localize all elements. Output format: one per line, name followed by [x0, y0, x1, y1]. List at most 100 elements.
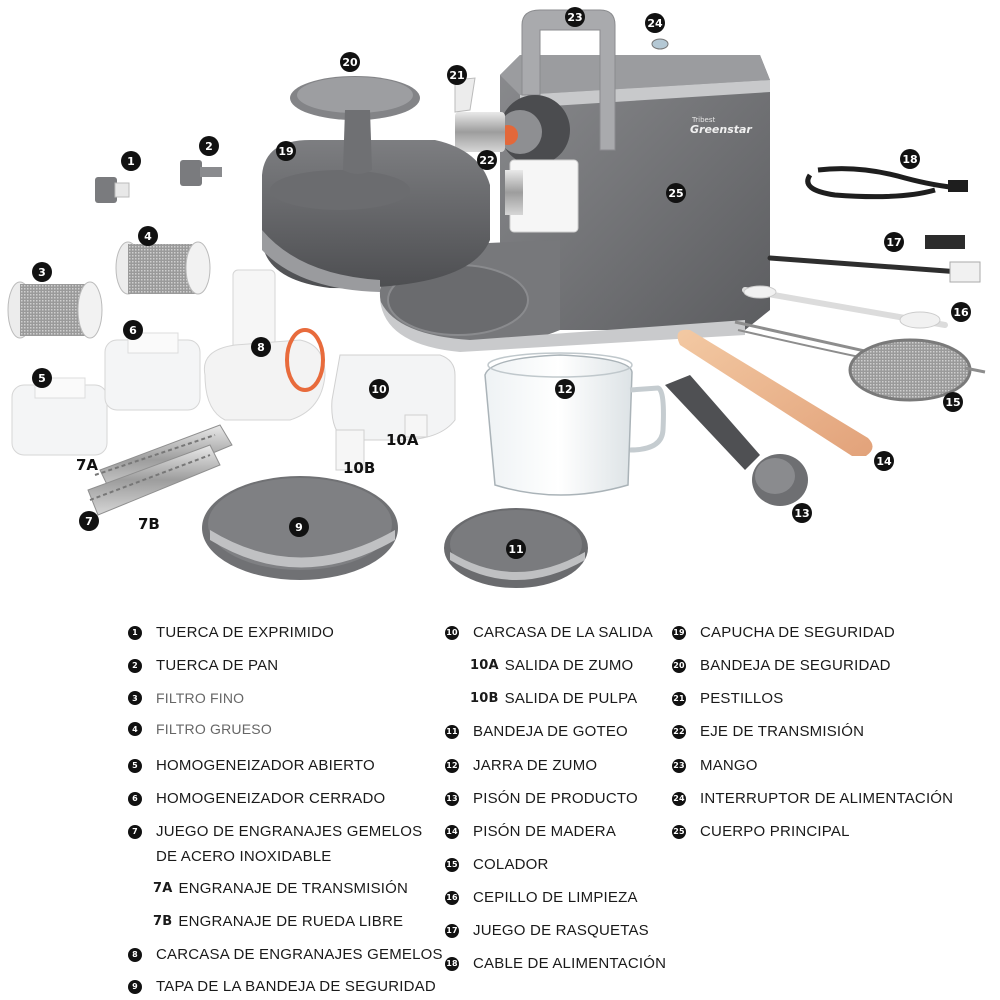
legend-text: BANDEJA DE GOTEO: [473, 723, 628, 740]
legend-text: COLADOR: [473, 856, 549, 873]
legend-item-1: 1 TUERCA DE EXPRIMIDO: [128, 624, 334, 641]
legend-item-12: 12 JARRA DE ZUMO: [445, 757, 597, 774]
cleaning-brush: [742, 285, 948, 329]
callout-badge-15: 15: [943, 392, 963, 412]
callout-badge-number: 16: [953, 306, 969, 319]
legend-item-25: 25 CUERPO PRINCIPAL: [672, 823, 850, 840]
drive-shaft-assembly: [454, 77, 579, 233]
legend-badge: 20: [672, 658, 686, 673]
label-10a: 10A: [386, 431, 419, 449]
callout-badge-2: 2: [199, 136, 219, 156]
callout-badge-number: 1: [127, 155, 135, 168]
legend-item-19: 19 CAPUCHA DE SEGURIDAD: [672, 624, 895, 641]
callout-badge-6: 6: [123, 320, 143, 340]
homogenizer-open: [11, 377, 108, 456]
callout-badge-number: 23: [567, 11, 582, 24]
legend-text: JUEGO DE ENGRANAJES GEMELOS: [156, 823, 423, 840]
legend-badge: 4: [128, 722, 142, 736]
callout-badge-14: 14: [874, 451, 894, 471]
callout-badge-number: 15: [945, 396, 960, 409]
callout-badge-8: 8: [251, 337, 271, 357]
callout-badge-23: 23: [565, 7, 585, 27]
legend-text: TAPA DE LA BANDEJA DE SEGURIDAD: [156, 978, 436, 995]
legend-badge: 9: [128, 979, 142, 994]
callout-badge-3: 3: [32, 262, 52, 282]
legend-text: ENGRANAJE DE TRANSMISIÓN: [178, 880, 409, 897]
legend-text: CARCASA DE LA SALIDA: [473, 624, 653, 641]
legend-text: DE ACERO INOXIDABLE: [156, 848, 332, 865]
legend-item-23: 23 MANGO: [672, 757, 758, 774]
wooden-plunger: [677, 329, 873, 456]
brand-small-text: Tribest: [691, 116, 715, 124]
callout-badge-number: 24: [647, 17, 663, 30]
legend-badge: 6: [128, 791, 142, 806]
juicing-nut: [95, 177, 130, 203]
legend-badge: 18: [445, 956, 459, 971]
legend-badge: 13: [445, 791, 459, 806]
legend-badge: 21: [672, 691, 686, 706]
legend-text: EJE DE TRANSMISIÓN: [700, 723, 865, 740]
brand-logo-text: Greenstar: [690, 123, 752, 136]
legend-text: CAPUCHA DE SEGURIDAD: [700, 624, 895, 641]
callout-badge-20: 20: [340, 52, 360, 72]
label-7b: 7B: [138, 515, 160, 533]
legend-item-16: 16 CEPILLO DE LIMPIEZA: [445, 889, 638, 906]
power-cord: [805, 166, 968, 200]
legend-badge: 19: [672, 625, 686, 640]
callout-badge-number: 3: [38, 266, 46, 279]
callout-badge-4: 4: [138, 226, 158, 246]
legend-badge: 23: [672, 758, 686, 773]
legend-badge: 22: [672, 724, 686, 739]
legend-text: PISÓN DE MADERA: [473, 823, 617, 840]
legend-item-22: 22 EJE DE TRANSMISIÓN: [672, 723, 864, 740]
legend-text: JARRA DE ZUMO: [473, 757, 598, 774]
legend-badge: 5: [128, 758, 142, 773]
safety-hood: [262, 140, 490, 292]
callout-badge-12: 12: [555, 379, 575, 399]
callout-badge-24: 24: [645, 13, 665, 33]
legend-text: CUERPO PRINCIPAL: [700, 823, 850, 840]
callout-badge-number: 5: [38, 372, 46, 385]
legend-text: CEPILLO DE LIMPIEZA: [473, 889, 638, 906]
legend-text: JUEGO DE RASQUETAS: [473, 922, 649, 939]
juice-jug: [484, 352, 666, 496]
callout-badge-22: 22: [477, 150, 497, 170]
legend-badge: 2: [128, 658, 142, 673]
legend-text: SALIDA DE ZUMO: [504, 657, 634, 674]
handle: [521, 9, 616, 151]
legend-text: INTERRUPTOR DE ALIMENTACIÓN: [700, 790, 954, 807]
callout-badge-number: 18: [902, 153, 917, 166]
legend-item-7-line2: DE ACERO INOXIDABLE: [156, 848, 332, 865]
power-switch: [651, 38, 669, 50]
legend-badge: 1: [128, 625, 142, 640]
callout-badge-number: 25: [668, 187, 683, 200]
legend-text: TUERCA DE EXPRIMIDO: [156, 624, 334, 641]
callout-badge-number: 9: [295, 521, 303, 534]
legend-badge: 25: [672, 824, 686, 839]
legend-text: CARCASA DE ENGRANAJES GEMELOS: [156, 946, 443, 963]
legend-badge: 16: [445, 890, 459, 905]
callout-badge-number: 2: [205, 140, 213, 153]
parts-diagram: Tribest Greenstar: [7, 7, 986, 588]
legend-text: SALIDA DE PULPA: [504, 690, 638, 707]
safety-tray: [290, 76, 420, 174]
legend-text: ENGRANAJE DE RUEDA LIBRE: [178, 913, 404, 930]
legend-badge: 12: [445, 758, 459, 773]
callout-badge-9: 9: [289, 517, 309, 537]
callout-badge-number: 22: [479, 154, 494, 167]
legend-text: PESTILLOS: [700, 690, 784, 707]
callout-badge-21: 21: [447, 65, 467, 85]
fine-screen: [7, 281, 103, 339]
callout-badge-19: 19: [276, 141, 296, 161]
food-plunger: [665, 375, 808, 506]
legend-item-9: 9 TAPA DE LA BANDEJA DE SEGURIDAD: [128, 978, 436, 995]
legend-text: MANGO: [700, 757, 758, 774]
